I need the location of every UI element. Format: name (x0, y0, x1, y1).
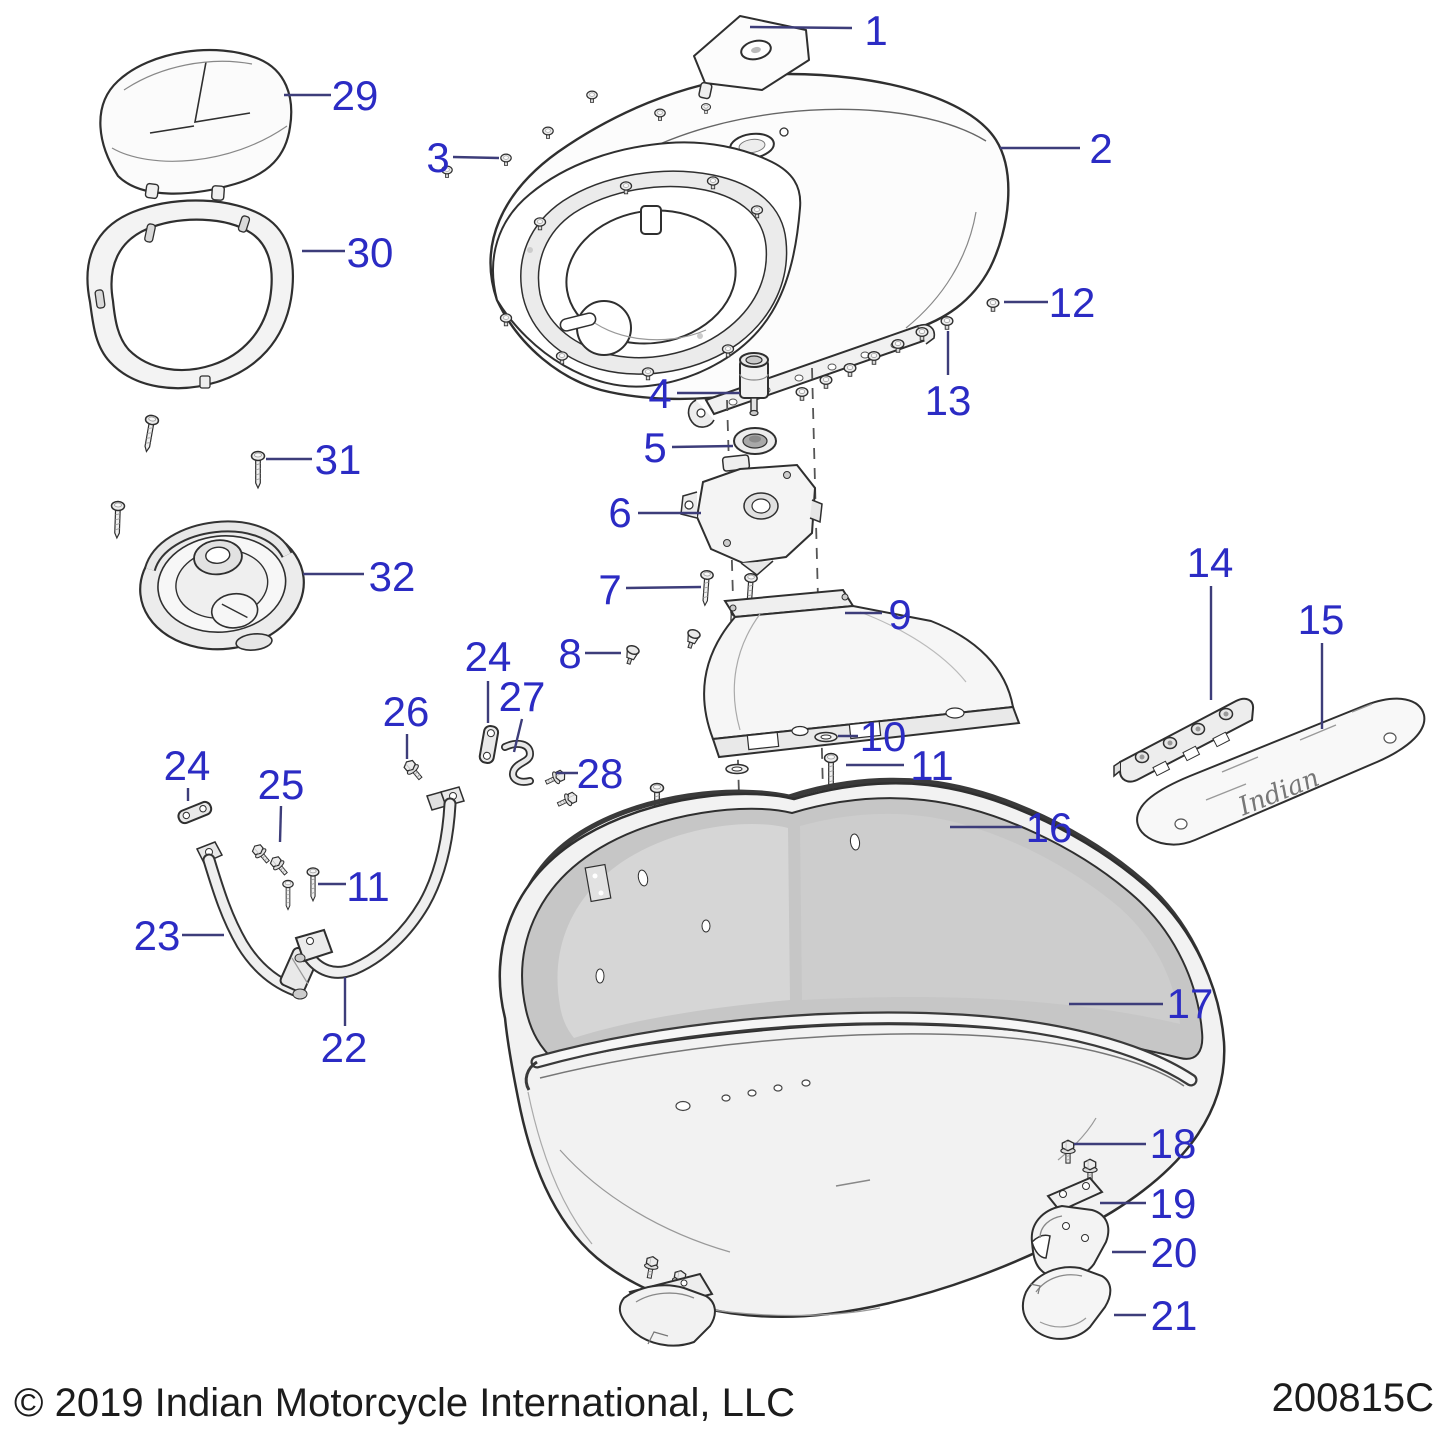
callout-23: 23 (134, 912, 181, 959)
callout-3: 3 (426, 134, 449, 181)
part-9-striker-bracket (703, 588, 1021, 759)
callout-12: 12 (1049, 279, 1096, 326)
callout-11: 11 (910, 742, 954, 789)
callout-22: 22 (321, 1024, 368, 1071)
callout-21: 21 (1151, 1292, 1198, 1339)
callout-2: 2 (1089, 125, 1112, 172)
callout-4: 4 (648, 370, 671, 417)
bottom-bracket-assembly (618, 1254, 716, 1347)
callout-27: 27 (499, 673, 546, 720)
part-15-trim-blade: Indian (1136, 697, 1426, 846)
callout-13: 13 (925, 377, 972, 424)
callout-31: 31 (315, 436, 362, 483)
callout-11: 11 (346, 863, 390, 910)
part-21-curved-bracket (1021, 1266, 1112, 1340)
part-23-left-rail (195, 841, 319, 1000)
part-6-latch-mechanism (680, 454, 823, 576)
callout-24: 24 (465, 633, 512, 680)
part-22-right-rail (294, 786, 465, 979)
callout-15: 15 (1298, 596, 1345, 643)
leader-line-5 (671, 444, 734, 449)
callout-18: 18 (1150, 1120, 1197, 1167)
part-5-grommet (733, 427, 777, 455)
callout-6: 6 (608, 489, 631, 536)
callout-9: 9 (888, 591, 911, 638)
callout-14: 14 (1187, 539, 1234, 586)
part-26-bolt (400, 756, 427, 784)
lid-inner-panel (492, 141, 802, 388)
callout-30: 30 (347, 229, 394, 276)
callout-16: 16 (1026, 804, 1073, 851)
part-32-cap-assembly (139, 520, 305, 651)
callout-19: 19 (1150, 1180, 1197, 1227)
leader-line-7 (625, 585, 702, 590)
part-11-screws-left (282, 867, 320, 911)
callout-layer: 1234567891011121314151617181920212223242… (134, 7, 1345, 1339)
part-4-lock-cylinder (739, 352, 769, 417)
part-1-lid-plug-cover (693, 15, 810, 115)
part-24-link-lower (177, 800, 213, 825)
part-14-mount-rail (1113, 697, 1255, 783)
callout-7: 7 (598, 566, 621, 613)
callout-10: 10 (860, 713, 907, 760)
leader-line-3 (452, 155, 500, 160)
copyright-text: © 2019 Indian Motorcycle International, … (14, 1381, 795, 1425)
callout-5: 5 (643, 424, 666, 471)
part-12-screw (986, 298, 1000, 312)
part-19-plate (1046, 1176, 1104, 1213)
part-29-lid-liner-cover (99, 49, 293, 201)
callout-20: 20 (1151, 1229, 1198, 1276)
leader-line-27 (512, 718, 524, 753)
callout-24: 24 (164, 742, 211, 789)
callout-1: 1 (864, 7, 887, 54)
part-28-bolts (542, 767, 580, 811)
leader-line-25 (278, 805, 283, 843)
part-31-screws (109, 413, 266, 539)
part-27-clip (501, 739, 535, 786)
callout-17: 17 (1167, 980, 1214, 1027)
part-8-bumper-screw (621, 643, 641, 667)
part-25-bolts (249, 841, 292, 879)
callout-8: 8 (558, 630, 581, 677)
callout-32: 32 (369, 553, 416, 600)
leader-line-1 (749, 25, 853, 30)
callout-28: 28 (577, 750, 624, 797)
callout-29: 29 (332, 72, 379, 119)
part-17-saddlebag-body (498, 782, 1226, 1318)
callout-25: 25 (258, 761, 305, 808)
callout-26: 26 (383, 688, 430, 735)
document-id: 200815C (1272, 1376, 1434, 1420)
part-20-arch-bracket (1030, 1204, 1110, 1280)
part-30-liner-frame (86, 199, 295, 390)
part-24-link-upper (478, 725, 500, 764)
